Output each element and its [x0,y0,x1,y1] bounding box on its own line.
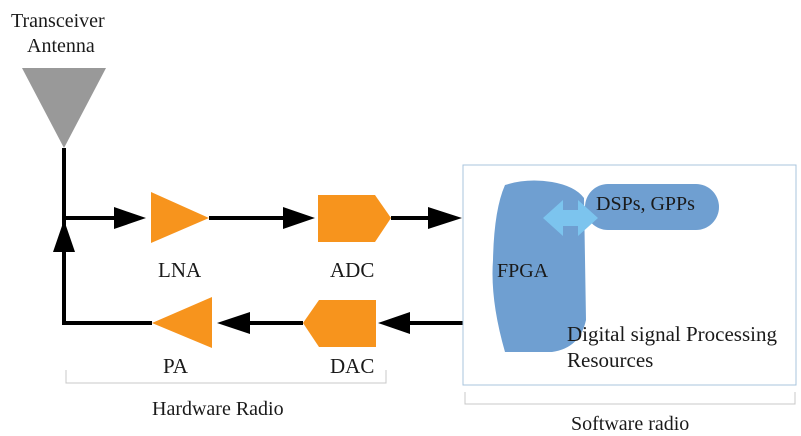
dsp-label: DSPs, GPPs [596,193,695,215]
hardware-bracket [65,370,387,384]
fpga-dsp-link-icon [543,200,598,236]
rx-arrow-3 [428,207,462,229]
pa-label: PA [163,354,188,378]
software-radio-label: Software radio [571,413,690,435]
dsp-block [585,184,719,230]
tx-arrow-2 [217,312,250,334]
fpga-label: FPGA [497,260,549,282]
antenna-label-line2: Antenna [27,35,95,57]
antenna-icon [22,68,106,148]
dac-icon [303,300,376,347]
dac-label: DAC [330,354,375,378]
software-bracket [464,392,796,405]
rx-arrow-2 [283,207,315,229]
pa-icon [152,297,212,348]
tx-arrow-1 [378,312,410,334]
lna-icon [151,192,209,243]
adc-icon [318,195,391,242]
lna-label: LNA [158,258,202,282]
adc-label: ADC [330,258,375,282]
rx-arrow-1 [114,207,146,229]
antenna-label-line1: Transceiver [11,10,105,32]
hardware-radio-label: Hardware Radio [152,398,284,420]
software-box [462,164,797,386]
tx-arrow-up [53,220,75,252]
software-box-label-line2: Resources [567,348,654,372]
software-box-label-line1: Digital signal Processing [567,322,777,346]
